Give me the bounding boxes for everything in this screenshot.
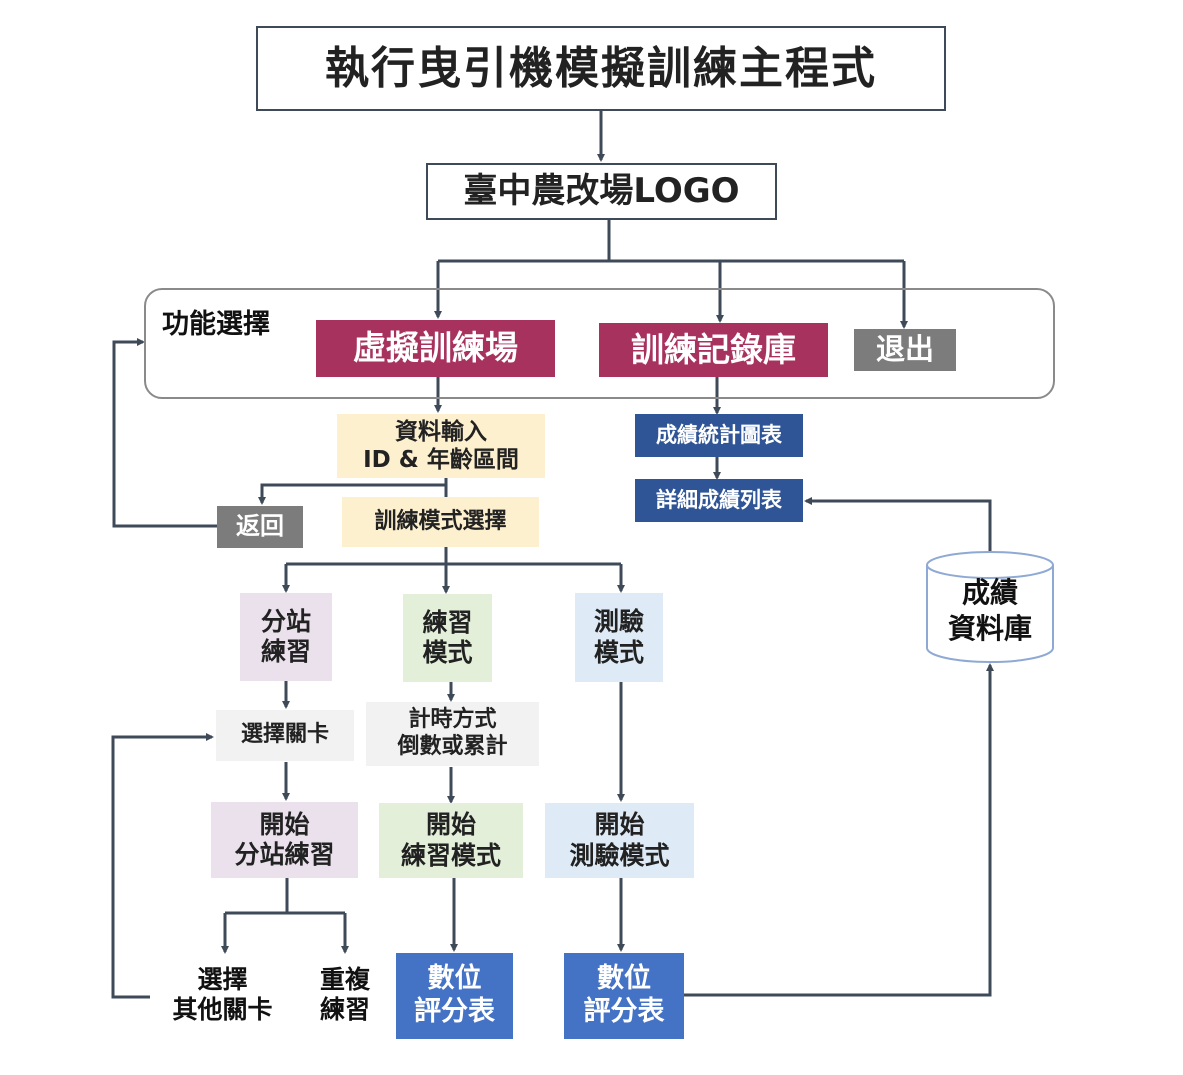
start-station-practice-step[interactable]: 開始 分站練習 (211, 802, 358, 878)
data-input-step[interactable]: 資料輸入 ID & 年齡區間 (337, 414, 545, 478)
line-mode-split (286, 547, 621, 566)
line-logo-split (438, 220, 904, 263)
function-select-panel (144, 288, 1055, 399)
timer-mode-step[interactable]: 計時方式 倒數或累計 (366, 702, 539, 766)
start-test-mode-step[interactable]: 開始 測驗模式 (545, 803, 694, 878)
back-button[interactable]: 返回 (217, 506, 303, 548)
training-records-button[interactable]: 訓練記錄庫 (599, 323, 828, 377)
arrow-loop-to-select-level (111, 733, 214, 999)
line-station-split (225, 878, 345, 915)
mode-select-step[interactable]: 訓練模式選擇 (342, 497, 539, 547)
practice-digital-scorecard[interactable]: 數位 評分表 (396, 953, 513, 1039)
test-digital-scorecard[interactable]: 數位 評分表 (564, 953, 684, 1039)
arrow-back-to-menu (112, 338, 217, 528)
score-database: 成績 資料庫 (947, 576, 1032, 646)
select-level-step[interactable]: 選擇關卡 (216, 710, 354, 761)
station-practice-mode[interactable]: 分站 練習 (240, 593, 332, 681)
database-cylinder (926, 551, 1054, 663)
test-mode[interactable]: 測驗 模式 (575, 593, 663, 682)
logo-screen: 臺中農改場LOGO (426, 163, 777, 220)
function-select-label: 功能選擇 (162, 309, 270, 340)
start-practice-mode-step[interactable]: 開始 練習模式 (379, 803, 523, 878)
exit-button[interactable]: 退出 (854, 329, 956, 371)
arrow-score-to-db (684, 663, 994, 997)
score-list-step[interactable]: 詳細成績列表 (635, 479, 803, 522)
main-program-title: 執行曳引機模擬訓練主程式 (256, 26, 946, 111)
practice-mode[interactable]: 練習 模式 (403, 594, 492, 682)
repeat-practice-outcome: 重複 練習 (319, 964, 370, 1025)
virtual-field-button[interactable]: 虛擬訓練場 (316, 320, 555, 377)
arrow-db-to-list (804, 497, 992, 553)
arrow-to-back (258, 483, 446, 505)
score-chart-step[interactable]: 成績統計圖表 (635, 414, 803, 457)
select-other-level-outcome: 選擇 其他關卡 (172, 964, 273, 1025)
